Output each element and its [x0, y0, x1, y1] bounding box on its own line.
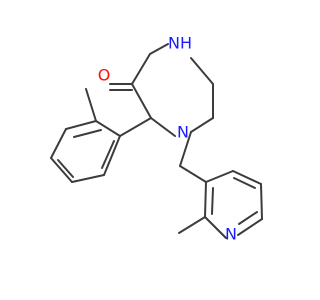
pyridine-nitrogen-label: N	[225, 225, 237, 244]
oxygen-label: O	[98, 66, 111, 85]
nh-label: NH	[168, 34, 192, 53]
piperazinone-ring	[131, 43, 214, 137]
structure-diagram: O NH N N	[50, 34, 263, 244]
pyridylmethyl-group	[178, 131, 263, 239]
ring-nitrogen-label: N	[177, 123, 189, 142]
tolyl-group	[50, 88, 152, 183]
carbonyl-bond	[109, 83, 133, 91]
